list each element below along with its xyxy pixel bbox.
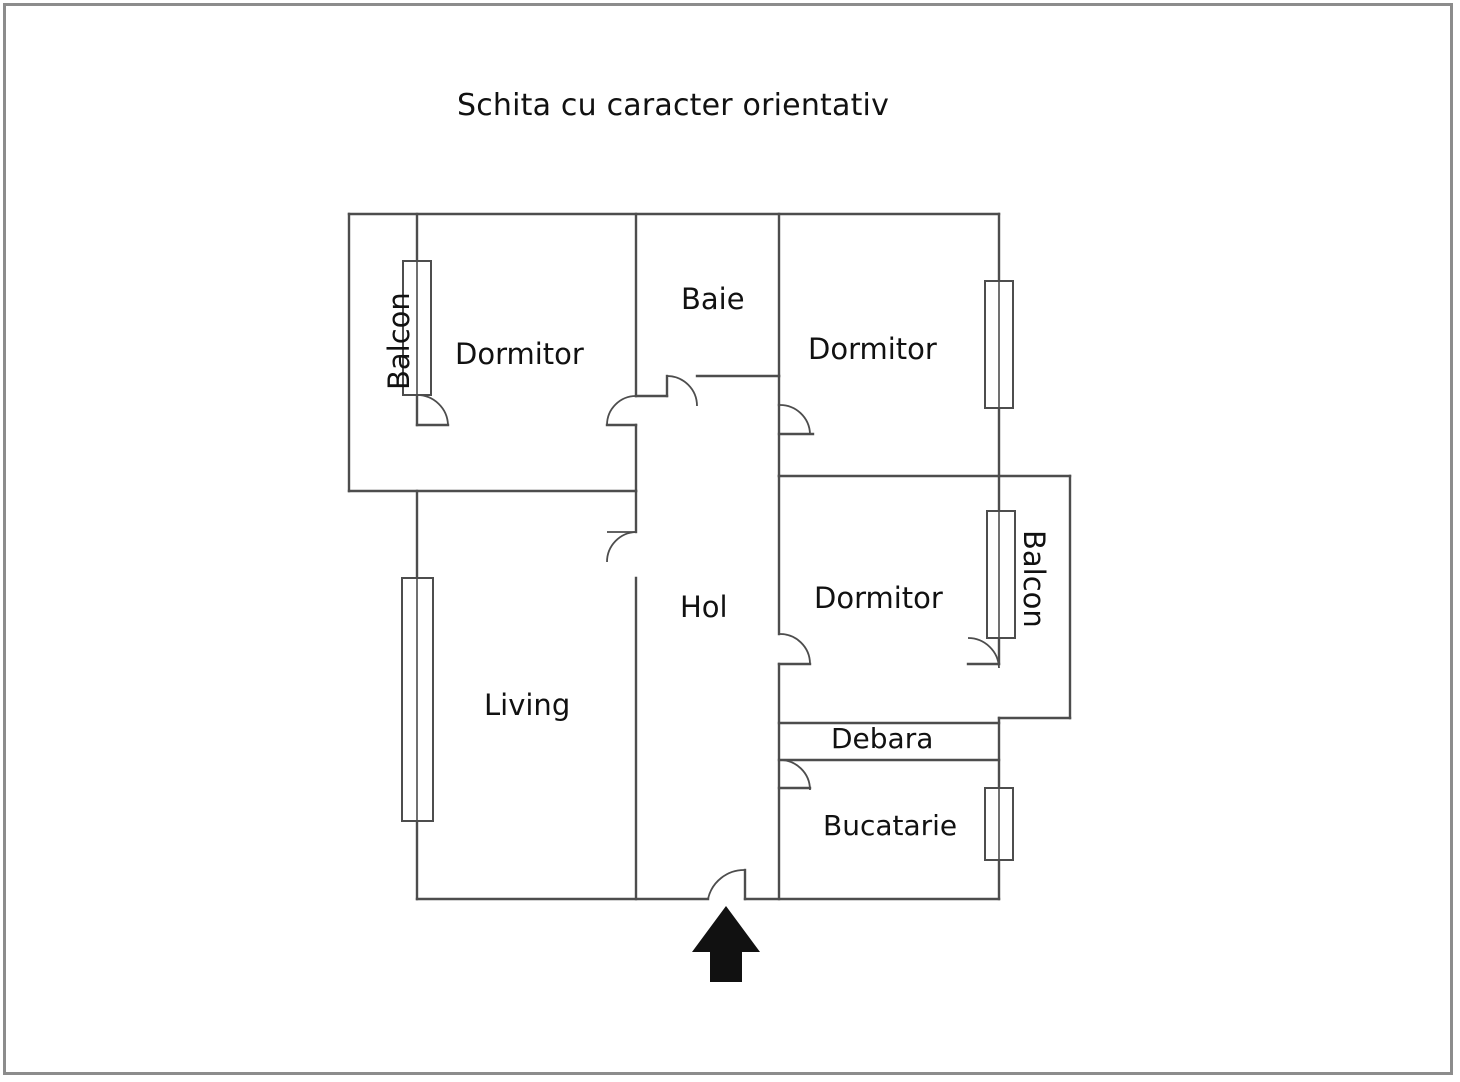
door-entrance	[707, 869, 746, 900]
window-mullion-group	[416, 261, 1000, 860]
room-label-living: Living	[484, 688, 571, 722]
page-title: Schita cu caracter orientativ	[0, 88, 1460, 123]
room-label-dormitor-1: Dormitor	[455, 337, 584, 371]
door-balcon-right	[967, 637, 1000, 669]
page-title-text: Schita cu caracter orientativ	[456, 88, 890, 123]
room-label-balcon-left: Balcon	[382, 292, 416, 390]
room-label-dormitor-2: Dormitor	[808, 332, 937, 366]
room-label-dormitor-3: Dormitor	[814, 581, 943, 615]
entrance-arrow-group	[692, 906, 760, 982]
door-dormitor-3	[778, 633, 811, 665]
room-label-debara: Debara	[831, 722, 934, 755]
room-label-balcon-right: Balcon	[1017, 530, 1051, 628]
door-dormitor-1	[606, 395, 637, 426]
room-label-hol: Hol	[680, 590, 728, 624]
door-balcon-left	[416, 394, 449, 426]
door-dormitor-2	[778, 404, 811, 435]
door-baie	[666, 375, 698, 407]
room-label-baie: Baie	[681, 282, 745, 316]
window-balcon-right	[986, 510, 1016, 639]
door-living	[606, 531, 637, 563]
room-label-bucatarie: Bucatarie	[823, 809, 958, 842]
wall-group	[347, 212, 1072, 901]
door-bucatarie	[778, 759, 811, 791]
entrance-up-arrow-icon	[692, 906, 760, 982]
